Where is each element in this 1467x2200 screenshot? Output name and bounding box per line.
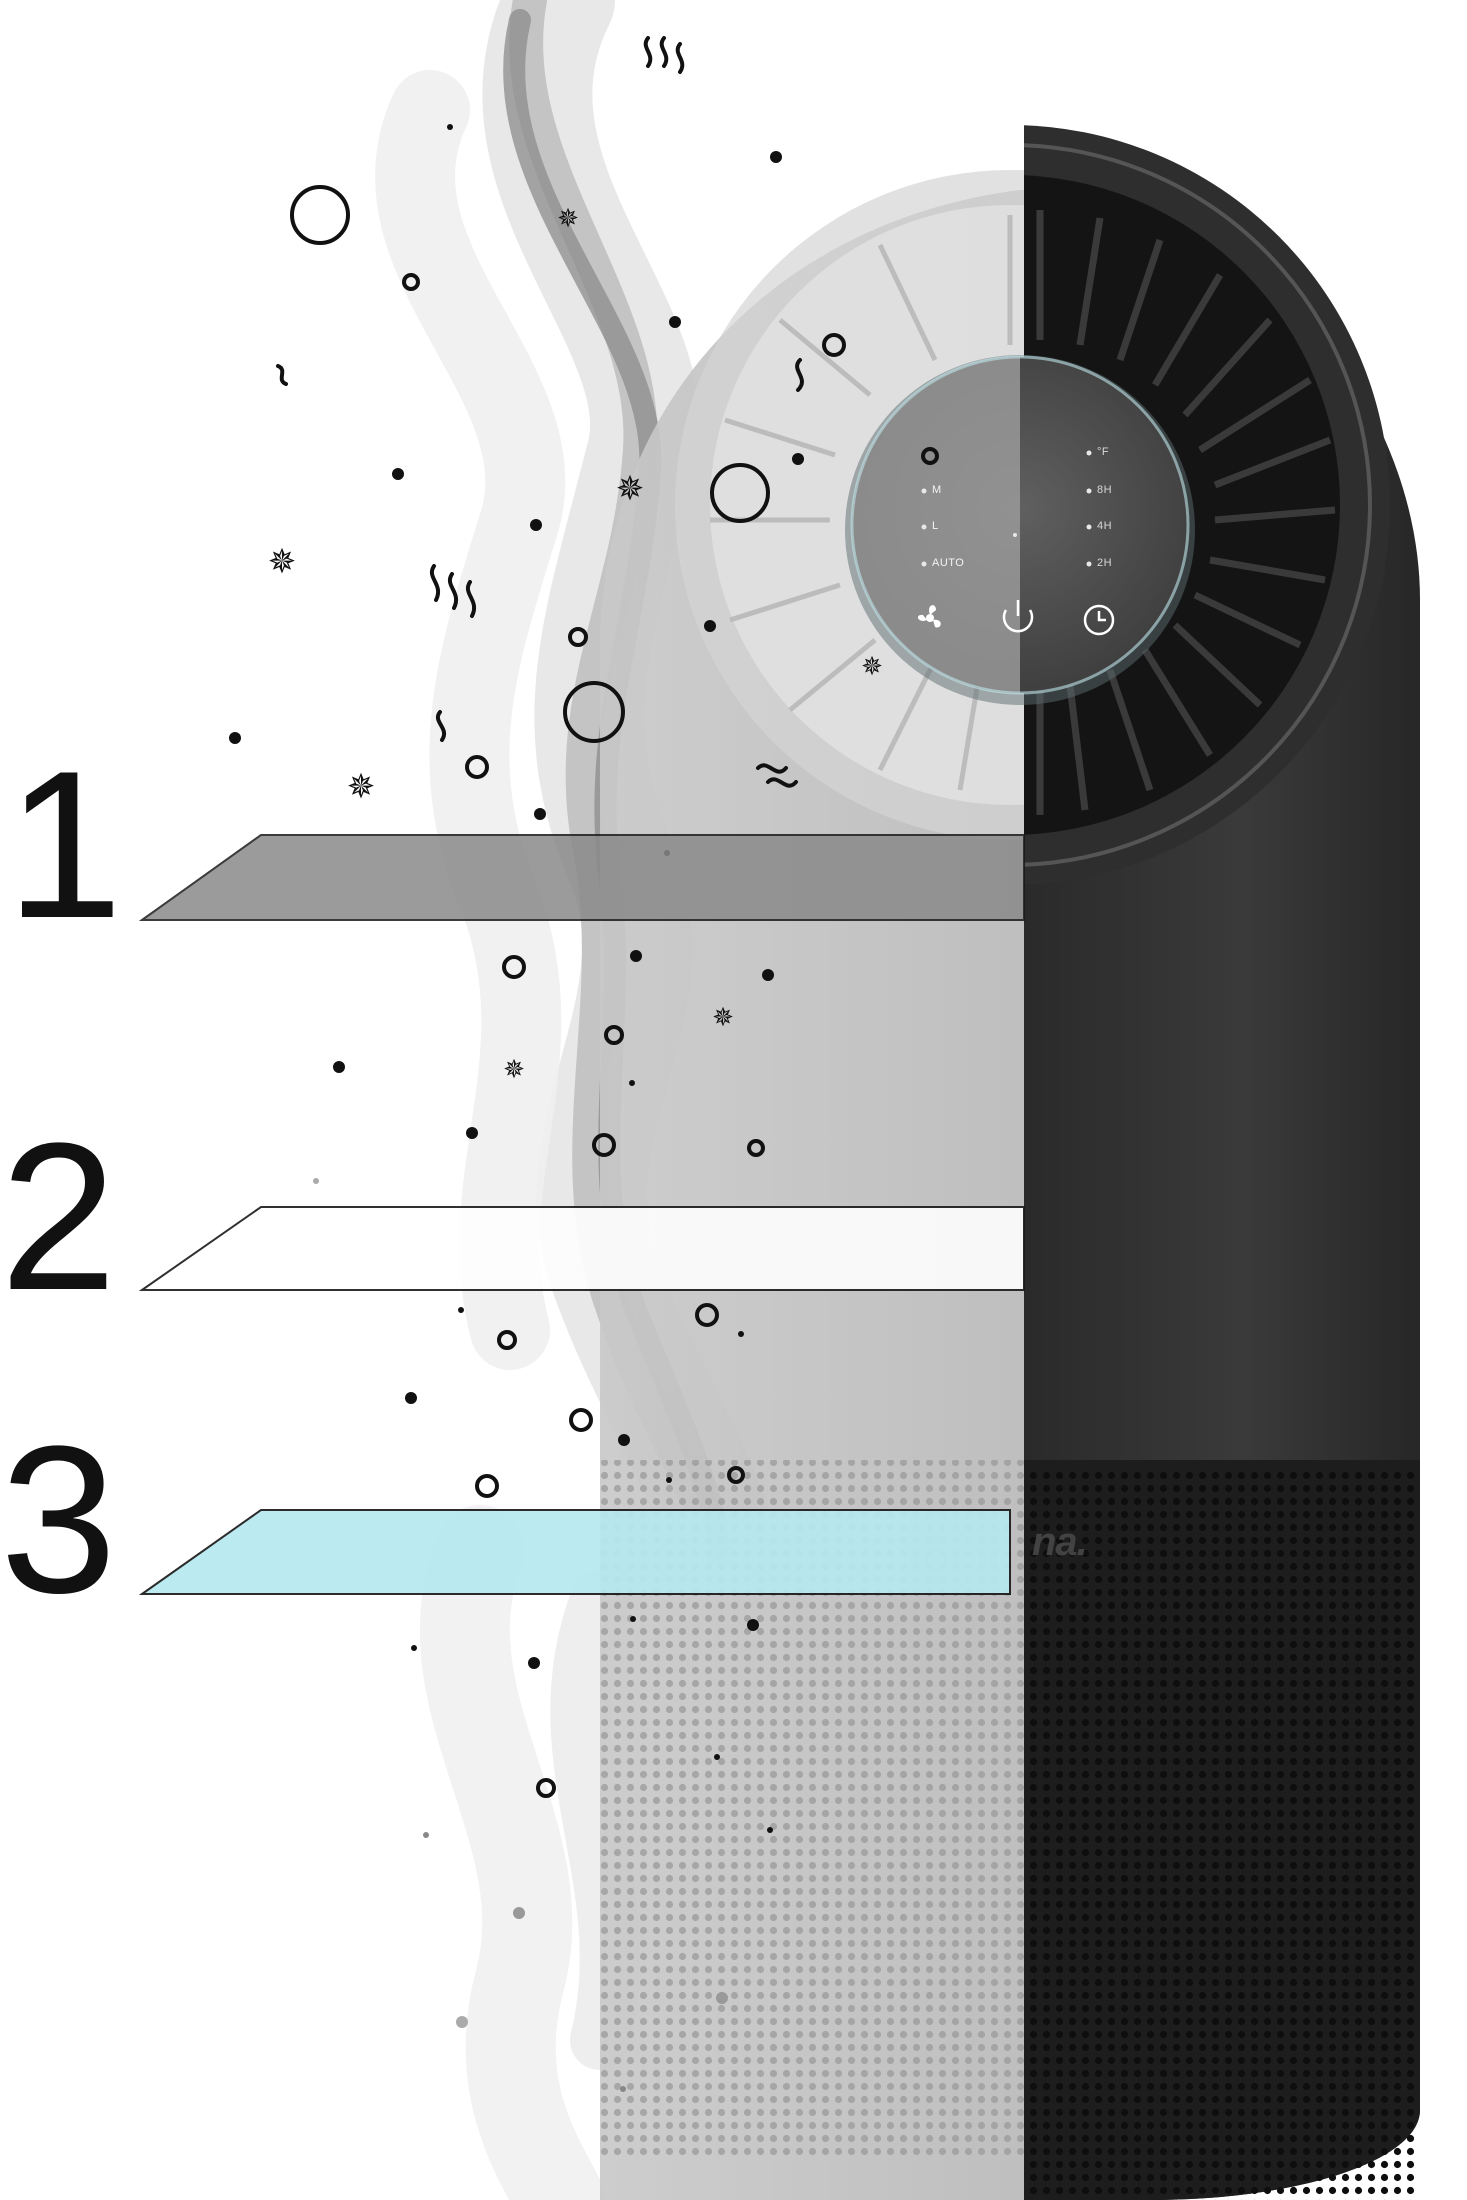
svg-text:✵: ✵: [712, 1003, 734, 1033]
svg-text:✵: ✵: [616, 469, 645, 509]
power-icon[interactable]: [1002, 600, 1034, 633]
fan-speed-l-label: L: [932, 520, 939, 532]
filter-layer-1: [138, 834, 1025, 921]
particles: ✵ ✵ ✵ ✵ ✵ ✵ ✵: [229, 36, 939, 2092]
filter-layer-2: [138, 1206, 1025, 1291]
filter-indicator-label: °F: [1097, 446, 1110, 458]
svg-text:✵: ✵: [503, 1055, 525, 1085]
fan-speed-m-label: M: [932, 484, 942, 496]
indicator-dots: [921, 450, 1092, 567]
timer-8h-label: 8H: [1097, 484, 1113, 496]
filter-layer-3: [138, 1509, 1011, 1595]
timer-2h-label: 2H: [1097, 557, 1113, 569]
timer-4h-label: 4H: [1097, 520, 1113, 532]
svg-text:✵: ✵: [861, 652, 883, 682]
timer-icon[interactable]: [1083, 604, 1115, 636]
intake-grille-right: [1036, 210, 1336, 815]
purifier: [600, 125, 1420, 2200]
layer-1-number: 1: [6, 727, 123, 962]
fan-icon[interactable]: [917, 605, 941, 628]
auto-mode-label: AUTO: [932, 557, 965, 569]
brand-logo: na.: [1032, 1520, 1088, 1564]
svg-text:✵: ✵: [347, 767, 376, 807]
svg-text:✵: ✵: [268, 542, 297, 582]
svg-text:✵: ✵: [557, 204, 579, 234]
layer-3-number: 3: [0, 1402, 117, 1637]
control-panel: [845, 355, 1195, 705]
layer-2-number: 2: [0, 1099, 117, 1334]
